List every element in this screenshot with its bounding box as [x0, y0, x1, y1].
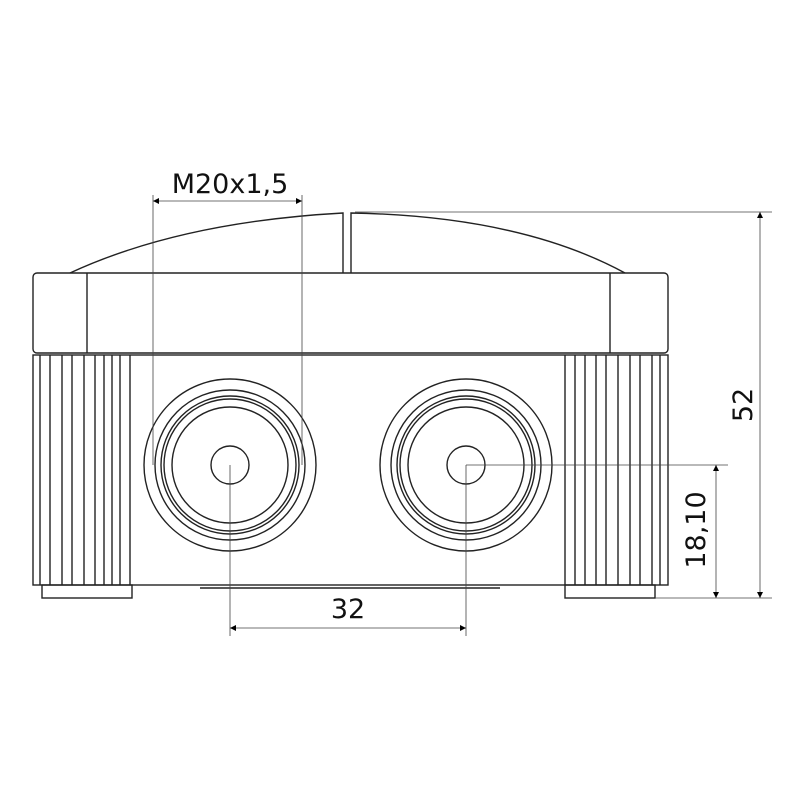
left-foot	[41, 584, 133, 599]
spacing-label: 32	[331, 594, 365, 625]
height-label: 52	[728, 388, 759, 422]
right-foot	[564, 584, 656, 599]
center-height-dimension: 18,10	[466, 464, 728, 598]
left-ribs	[39, 355, 131, 585]
lid-band	[32, 272, 669, 354]
box-body	[32, 354, 669, 599]
lid-dome	[69, 212, 626, 274]
height-dimension: 52	[355, 211, 772, 599]
thread-label: M20x1,5	[172, 169, 289, 200]
spacing-dimension: 32	[229, 465, 467, 636]
center-height-label: 18,10	[681, 491, 712, 568]
thread-dimension: M20x1,5	[152, 169, 303, 465]
right-ribs	[564, 355, 661, 585]
